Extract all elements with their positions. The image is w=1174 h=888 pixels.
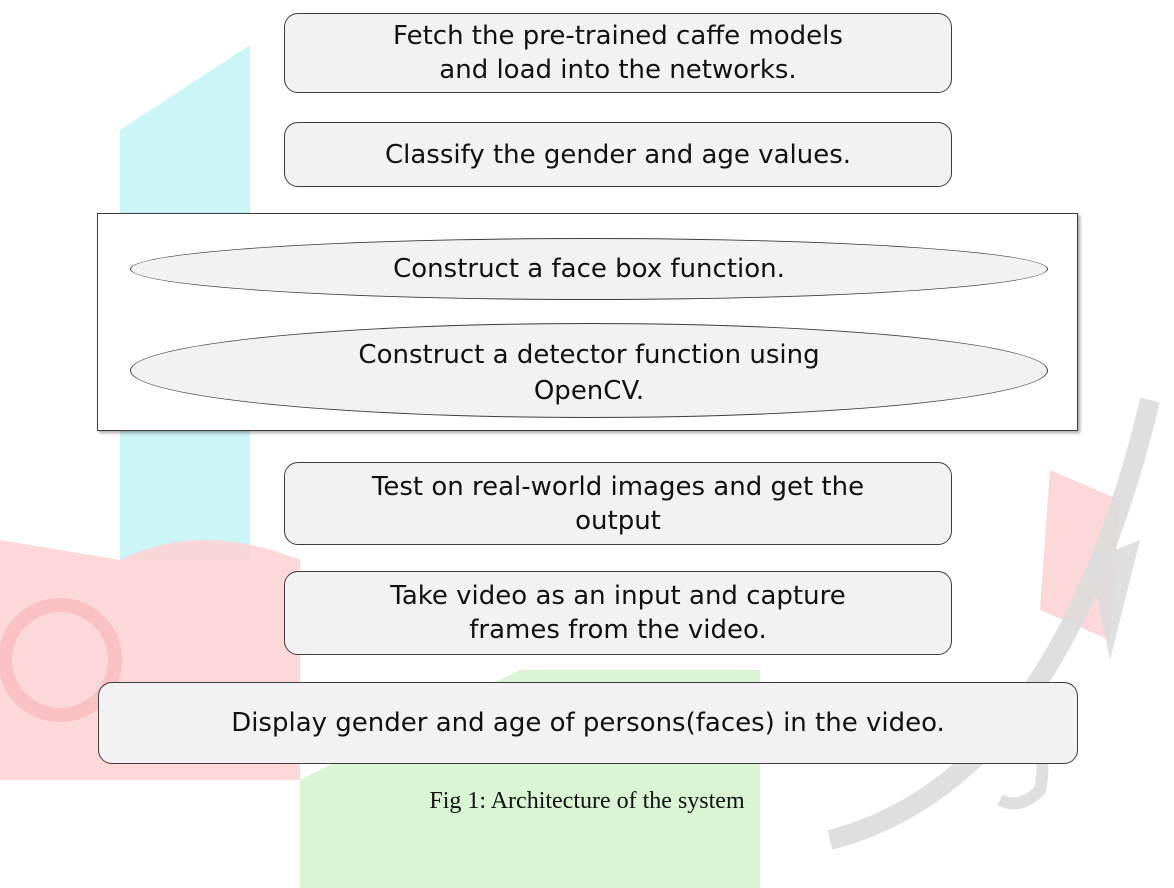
step-video-input-text: Take video as an input and capture frame… xyxy=(390,581,846,645)
ellipse-detector xyxy=(130,323,1048,418)
ellipse-detector-text: Construct a detector function using Open… xyxy=(358,340,820,406)
ellipse-face-box xyxy=(130,238,1048,300)
watermark-gear xyxy=(0,598,122,722)
step-display: Display gender and age of persons(faces)… xyxy=(98,682,1078,764)
step-classify-text: Classify the gender and age values. xyxy=(384,139,852,170)
ellipse-face-box-text: Construct a face box function. xyxy=(393,254,785,284)
figure-caption: Fig 1: Architecture of the system xyxy=(429,788,745,814)
step-fetch-models-text: Fetch the pre-trained caffe models and l… xyxy=(393,21,843,85)
watermark-gray-letter xyxy=(1090,540,1140,660)
step-video-input: Take video as an input and capture frame… xyxy=(284,571,952,655)
step-display-text: Display gender and age of persons(faces)… xyxy=(231,708,945,738)
step-fetch-models: Fetch the pre-trained caffe models and l… xyxy=(284,13,952,93)
step-test-images-text: Test on real-world images and get the ou… xyxy=(371,471,865,536)
step-classify: Classify the gender and age values. xyxy=(284,122,952,187)
step-test-images: Test on real-world images and get the ou… xyxy=(284,462,952,545)
